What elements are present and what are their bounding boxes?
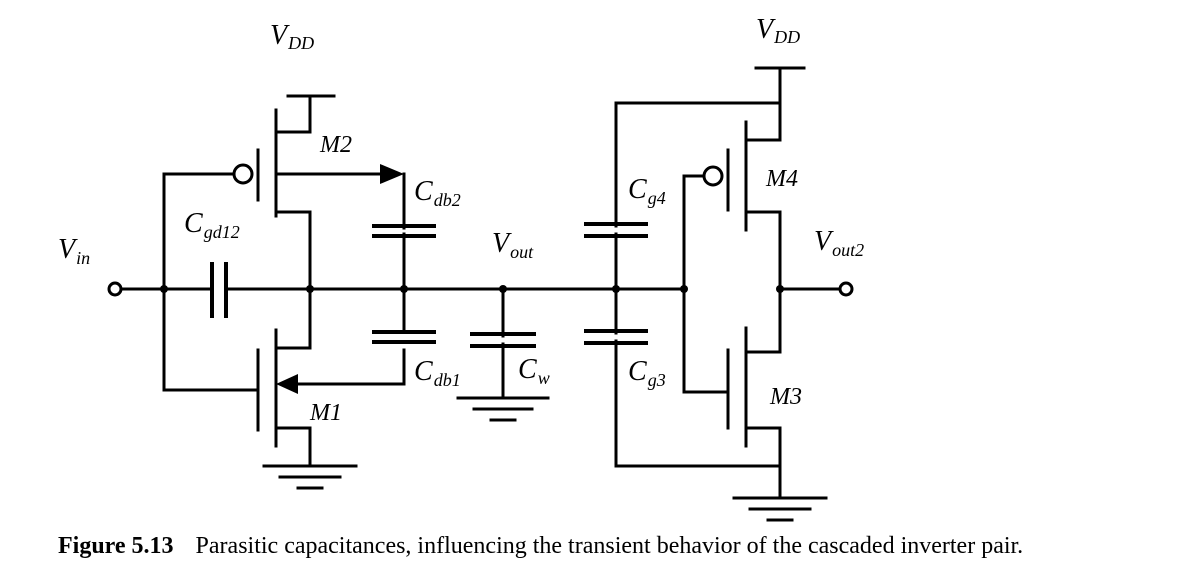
cg3-bottom-lead: [614, 339, 782, 468]
label-cdb1: Cdb1: [414, 356, 461, 390]
ground-symbols: [262, 396, 828, 522]
wire-gate-m1: [162, 287, 260, 392]
label-cg4: Cg4: [628, 174, 666, 208]
m1-drain-wire: [274, 287, 312, 350]
vin-terminal: [107, 281, 123, 297]
m4-source-wire: [744, 66, 782, 142]
m3-gate-wire: [682, 287, 730, 394]
capacitor-cdb1: [372, 330, 436, 344]
capacitor-cg3: [584, 329, 648, 345]
vout2-terminal: [838, 281, 854, 297]
label-cg3: Cg3: [628, 356, 666, 390]
m4-drain-wire: [744, 210, 782, 291]
label-vdd-right: VDD: [756, 14, 800, 47]
capacitor-cg4: [584, 222, 648, 238]
capacitor-cgd12: [210, 262, 228, 318]
junction-dots: [160, 285, 784, 293]
figure-caption-text: Parasitic capacitances, influencing the …: [195, 533, 1024, 559]
wires: [118, 66, 842, 500]
m1-body-arrow: [276, 374, 298, 394]
cg4-top-lead: [614, 101, 782, 228]
m2-source-wire: [274, 94, 312, 134]
m4-gate-wire: [682, 174, 706, 291]
label-vout2: Vout2: [814, 226, 864, 260]
figure-number: Figure 5.13: [58, 533, 174, 559]
capacitor-cdb2: [372, 224, 436, 238]
label-vout: Vout: [492, 228, 534, 262]
m3-drain-wire: [744, 287, 782, 354]
m2-gate-bubble: [232, 163, 254, 185]
m4-gate-bubble: [702, 165, 724, 187]
label-m2: M2: [319, 132, 352, 158]
capacitors: [210, 222, 648, 348]
label-m1: M1: [309, 400, 342, 426]
wire-gate-m2: [162, 172, 237, 291]
ground-m3: [732, 496, 828, 522]
label-vin: Vin: [58, 234, 90, 268]
m3-source-wire: [744, 426, 782, 500]
label-m3: M3: [769, 384, 802, 410]
m1-source-wire: [274, 426, 312, 468]
ground-cw: [456, 396, 550, 422]
label-m4: M4: [765, 166, 798, 192]
capacitor-cw: [470, 332, 536, 348]
label-cgd12: Cgd12: [184, 208, 240, 242]
figure-caption: Figure 5.13 Parasitic capacitances, influ…: [58, 533, 1178, 560]
label-vdd-left: VDD: [270, 20, 314, 53]
m2-drain-wire: [274, 210, 312, 291]
label-cdb2: Cdb2: [414, 176, 461, 210]
label-cw: Cw: [518, 354, 550, 388]
ground-m1: [262, 464, 358, 490]
m2-body-arrow: [380, 164, 404, 184]
